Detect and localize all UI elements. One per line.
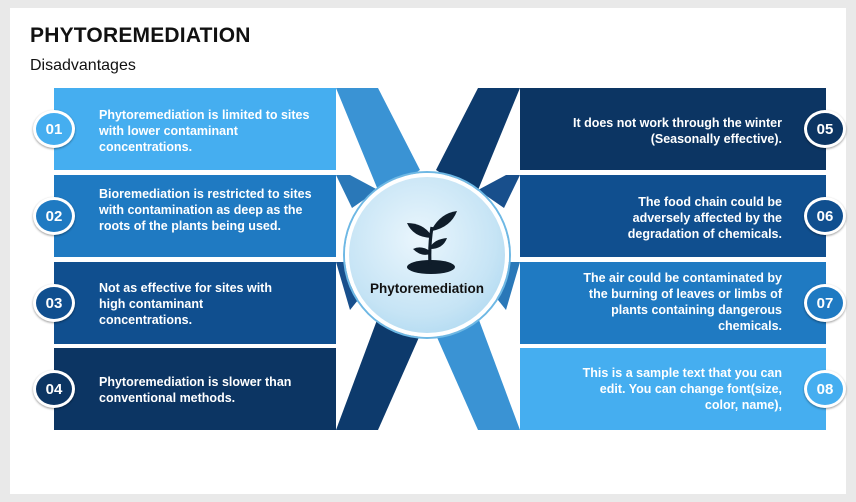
- box-03: [54, 262, 336, 344]
- number-badge-04: 04: [33, 370, 75, 408]
- connector-05: [436, 88, 520, 195]
- number-badge-05: 05: [804, 110, 846, 148]
- connector-02: [336, 175, 378, 208]
- box-08: [520, 348, 826, 430]
- connector-01: [336, 88, 420, 195]
- item-text-05: It does not work through the winter (Sea…: [572, 116, 782, 146]
- item-text-02: Bioremediation is restricted to sites wi…: [99, 187, 312, 233]
- connector-07: [494, 262, 520, 310]
- box-05: [520, 88, 826, 170]
- item-text-03: Not as effective for sites with high con…: [99, 281, 272, 327]
- number-badge-08: 08: [804, 370, 846, 408]
- box-04: [54, 348, 336, 430]
- item-text-08: This is a sample text that you can edit.…: [582, 366, 782, 412]
- page-title: PHYTOREMEDIATION: [30, 24, 251, 47]
- number-badge-03: 03: [33, 284, 75, 322]
- box-02: [54, 175, 336, 257]
- item-text-06: The food chain could be adversely affect…: [627, 195, 782, 241]
- center-label: Phytoremediation: [369, 281, 485, 296]
- item-text-07: The air could be contaminated by the bur…: [583, 271, 782, 333]
- connector-03: [336, 262, 362, 310]
- item-text-01: Phytoremediation is limited to sites wit…: [99, 108, 310, 154]
- connector-08: [436, 312, 520, 430]
- number-badge-01: 01: [33, 110, 75, 148]
- connector-06: [478, 175, 520, 208]
- box-06: [520, 175, 826, 257]
- number-badge-02: 02: [33, 197, 75, 235]
- item-text-04: Phytoremediation is slower than conventi…: [99, 375, 292, 405]
- page-subtitle: Disadvantages: [30, 57, 136, 74]
- number-badge-06: 06: [804, 197, 846, 235]
- box-07: [520, 262, 826, 344]
- connector-04: [336, 312, 420, 430]
- center-circle: Phytoremediation: [345, 173, 509, 337]
- plant-sprout-icon: [407, 211, 457, 274]
- box-01: [54, 88, 336, 170]
- number-badge-07: 07: [804, 284, 846, 322]
